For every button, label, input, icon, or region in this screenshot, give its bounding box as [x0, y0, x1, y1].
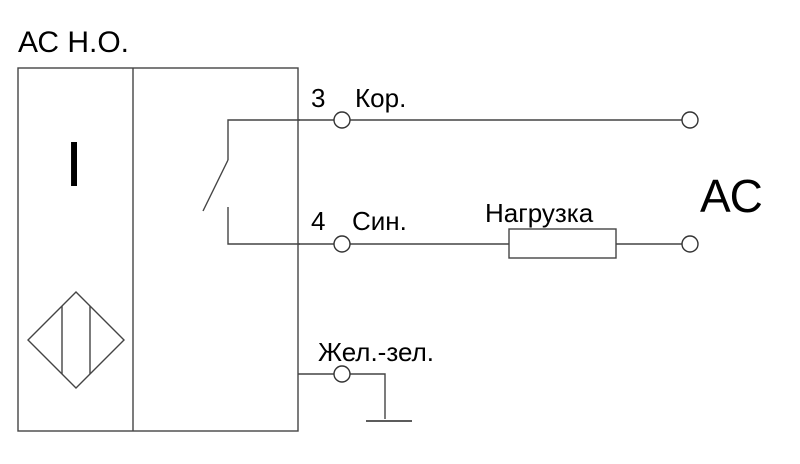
load-resistor — [508, 228, 617, 259]
pin-number-3: 3 — [311, 83, 325, 113]
wire-color-label-blue: Син. — [352, 206, 407, 236]
wire-brown: 3 Кор. — [298, 83, 699, 129]
wire-blue: 4 Син. Нагрузка — [298, 198, 699, 259]
wire-color-label-yellow-green: Жел.-зел. — [318, 337, 434, 367]
supply-terminal-bottom — [681, 235, 699, 253]
terminal-3 — [333, 111, 351, 129]
load-label: Нагрузка — [485, 198, 594, 228]
terminal-ground — [333, 365, 351, 383]
sensor-type-symbol: I — [65, 128, 83, 200]
terminal-4 — [333, 235, 351, 253]
switch-contact-icon — [202, 119, 300, 245]
diagram-title: АС Н.О. — [18, 26, 129, 59]
pin-number-4: 4 — [311, 206, 325, 236]
supply-terminal-top — [681, 111, 699, 129]
sensor-housing — [17, 67, 299, 432]
supply-label: АС — [700, 170, 763, 222]
inductive-sensor-icon — [27, 291, 125, 389]
wire-yellow-green: Жел.-зел. — [298, 337, 434, 422]
wire-color-label-brown: Кор. — [355, 83, 406, 113]
